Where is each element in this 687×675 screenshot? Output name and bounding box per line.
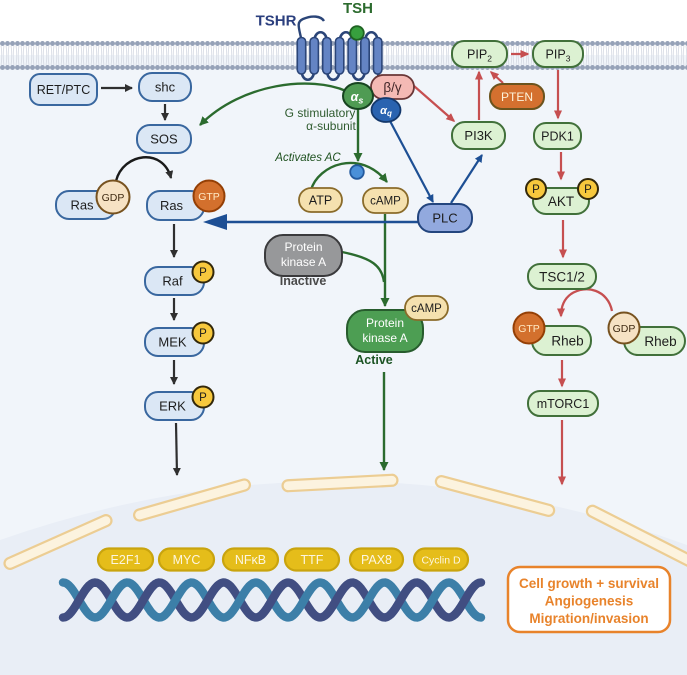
svg-text:P: P [199, 392, 207, 404]
svg-text:P: P [584, 184, 592, 196]
svg-text:kinase A: kinase A [281, 255, 326, 269]
svg-text:NFκB: NFκB [235, 553, 266, 567]
svg-text:Protein: Protein [366, 316, 404, 330]
svg-text:GDP: GDP [102, 192, 125, 204]
svg-text:P: P [532, 184, 540, 196]
svg-text:αq: αq [380, 105, 392, 118]
svg-text:P: P [199, 328, 207, 340]
svg-text:kinase A: kinase A [362, 331, 407, 345]
svg-text:β/γ: β/γ [383, 80, 402, 95]
svg-text:PIP3: PIP3 [546, 48, 571, 64]
svg-text:Activates AC: Activates AC [274, 152, 341, 164]
svg-text:Raf: Raf [162, 274, 183, 289]
svg-text:TTF: TTF [301, 553, 324, 567]
svg-text:MEK: MEK [158, 335, 187, 350]
svg-text:mTORC1: mTORC1 [537, 397, 590, 411]
svg-text:ERK: ERK [159, 399, 186, 414]
svg-text:AKT: AKT [548, 194, 574, 209]
svg-text:GTP: GTP [198, 191, 220, 203]
svg-text:Angiogenesis: Angiogenesis [545, 594, 634, 609]
svg-text:Active: Active [355, 353, 393, 367]
svg-text:ATP: ATP [309, 194, 332, 208]
svg-text:Rheb: Rheb [551, 333, 583, 348]
svg-text:E2F1: E2F1 [111, 553, 141, 567]
svg-text:α-subunit: α-subunit [306, 119, 356, 133]
svg-text:PDK1: PDK1 [541, 130, 574, 144]
svg-text:SOS: SOS [150, 132, 178, 147]
svg-text:G stimulatory: G stimulatory [285, 106, 356, 120]
svg-text:TSC1/2: TSC1/2 [539, 269, 585, 284]
svg-text:RET/PTC: RET/PTC [37, 83, 90, 97]
svg-text:Ras: Ras [160, 198, 184, 213]
svg-text:PTEN: PTEN [501, 90, 533, 104]
svg-text:Protein: Protein [284, 240, 322, 254]
svg-text:P: P [199, 267, 207, 279]
svg-text:PAX8: PAX8 [361, 553, 392, 567]
svg-text:cAMP: cAMP [370, 196, 401, 208]
svg-text:MYC: MYC [173, 553, 201, 567]
svg-text:GDP: GDP [613, 323, 636, 335]
svg-text:Migration/invasion: Migration/invasion [529, 611, 648, 626]
svg-text:TSH: TSH [343, 0, 373, 17]
svg-text:TSHR: TSHR [256, 13, 297, 30]
svg-text:PIP2: PIP2 [467, 48, 492, 64]
svg-text:shc: shc [155, 80, 176, 95]
svg-text:Ras: Ras [70, 198, 94, 213]
svg-text:PI3K: PI3K [464, 128, 493, 143]
svg-text:cAMP: cAMP [411, 303, 442, 315]
svg-text:PLC: PLC [432, 211, 457, 226]
svg-text:Cyclin D: Cyclin D [421, 554, 461, 566]
svg-text:Rheb: Rheb [644, 334, 676, 349]
svg-text:GTP: GTP [518, 323, 540, 335]
svg-text:Inactive: Inactive [280, 274, 327, 288]
svg-text:Cell growth + survival: Cell growth + survival [519, 576, 659, 591]
